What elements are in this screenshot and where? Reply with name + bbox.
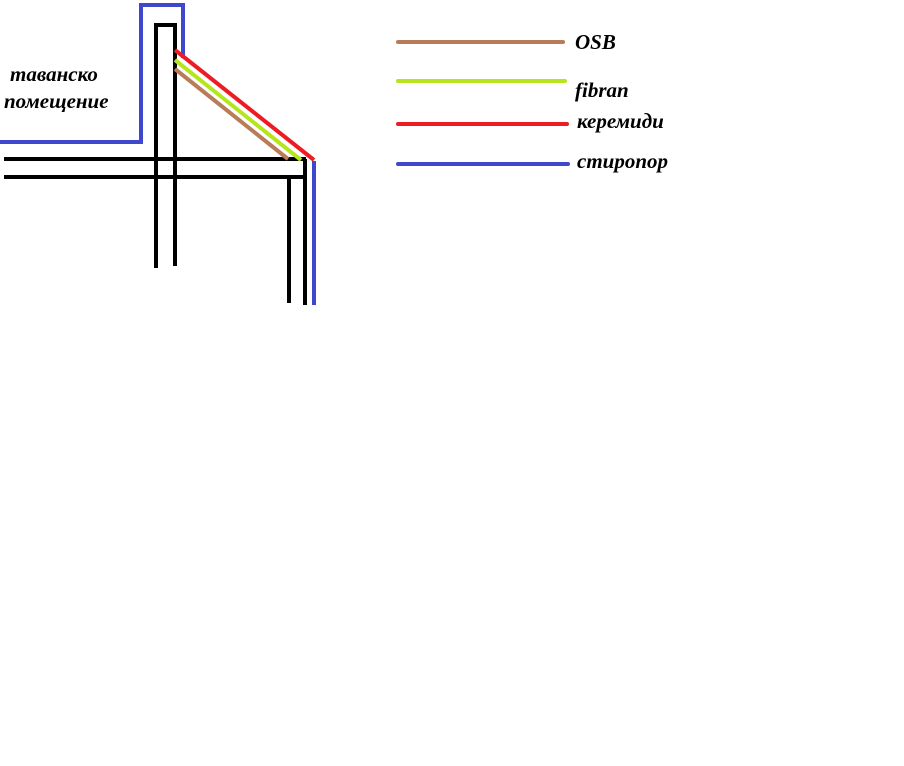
legend-label-styrofoam: стиропор <box>577 149 668 173</box>
roof-tiles-line <box>173 48 316 162</box>
styrofoam-attic-boundary <box>0 3 185 144</box>
styrofoam-layers <box>0 3 316 305</box>
legend-label-osb: OSB <box>575 30 616 54</box>
legend: OSB fibran керемиди стиропор <box>396 30 668 173</box>
attic-label-line1: таванско <box>10 62 98 86</box>
osb-line <box>173 67 290 161</box>
fibran-line <box>173 58 303 162</box>
attic-label-line2: помещение <box>4 89 109 113</box>
chimney-wall <box>154 23 177 268</box>
legend-label-fibran: fibran <box>575 78 629 102</box>
legend-label-roof-tiles: керемиди <box>577 109 664 133</box>
structure <box>4 23 307 305</box>
